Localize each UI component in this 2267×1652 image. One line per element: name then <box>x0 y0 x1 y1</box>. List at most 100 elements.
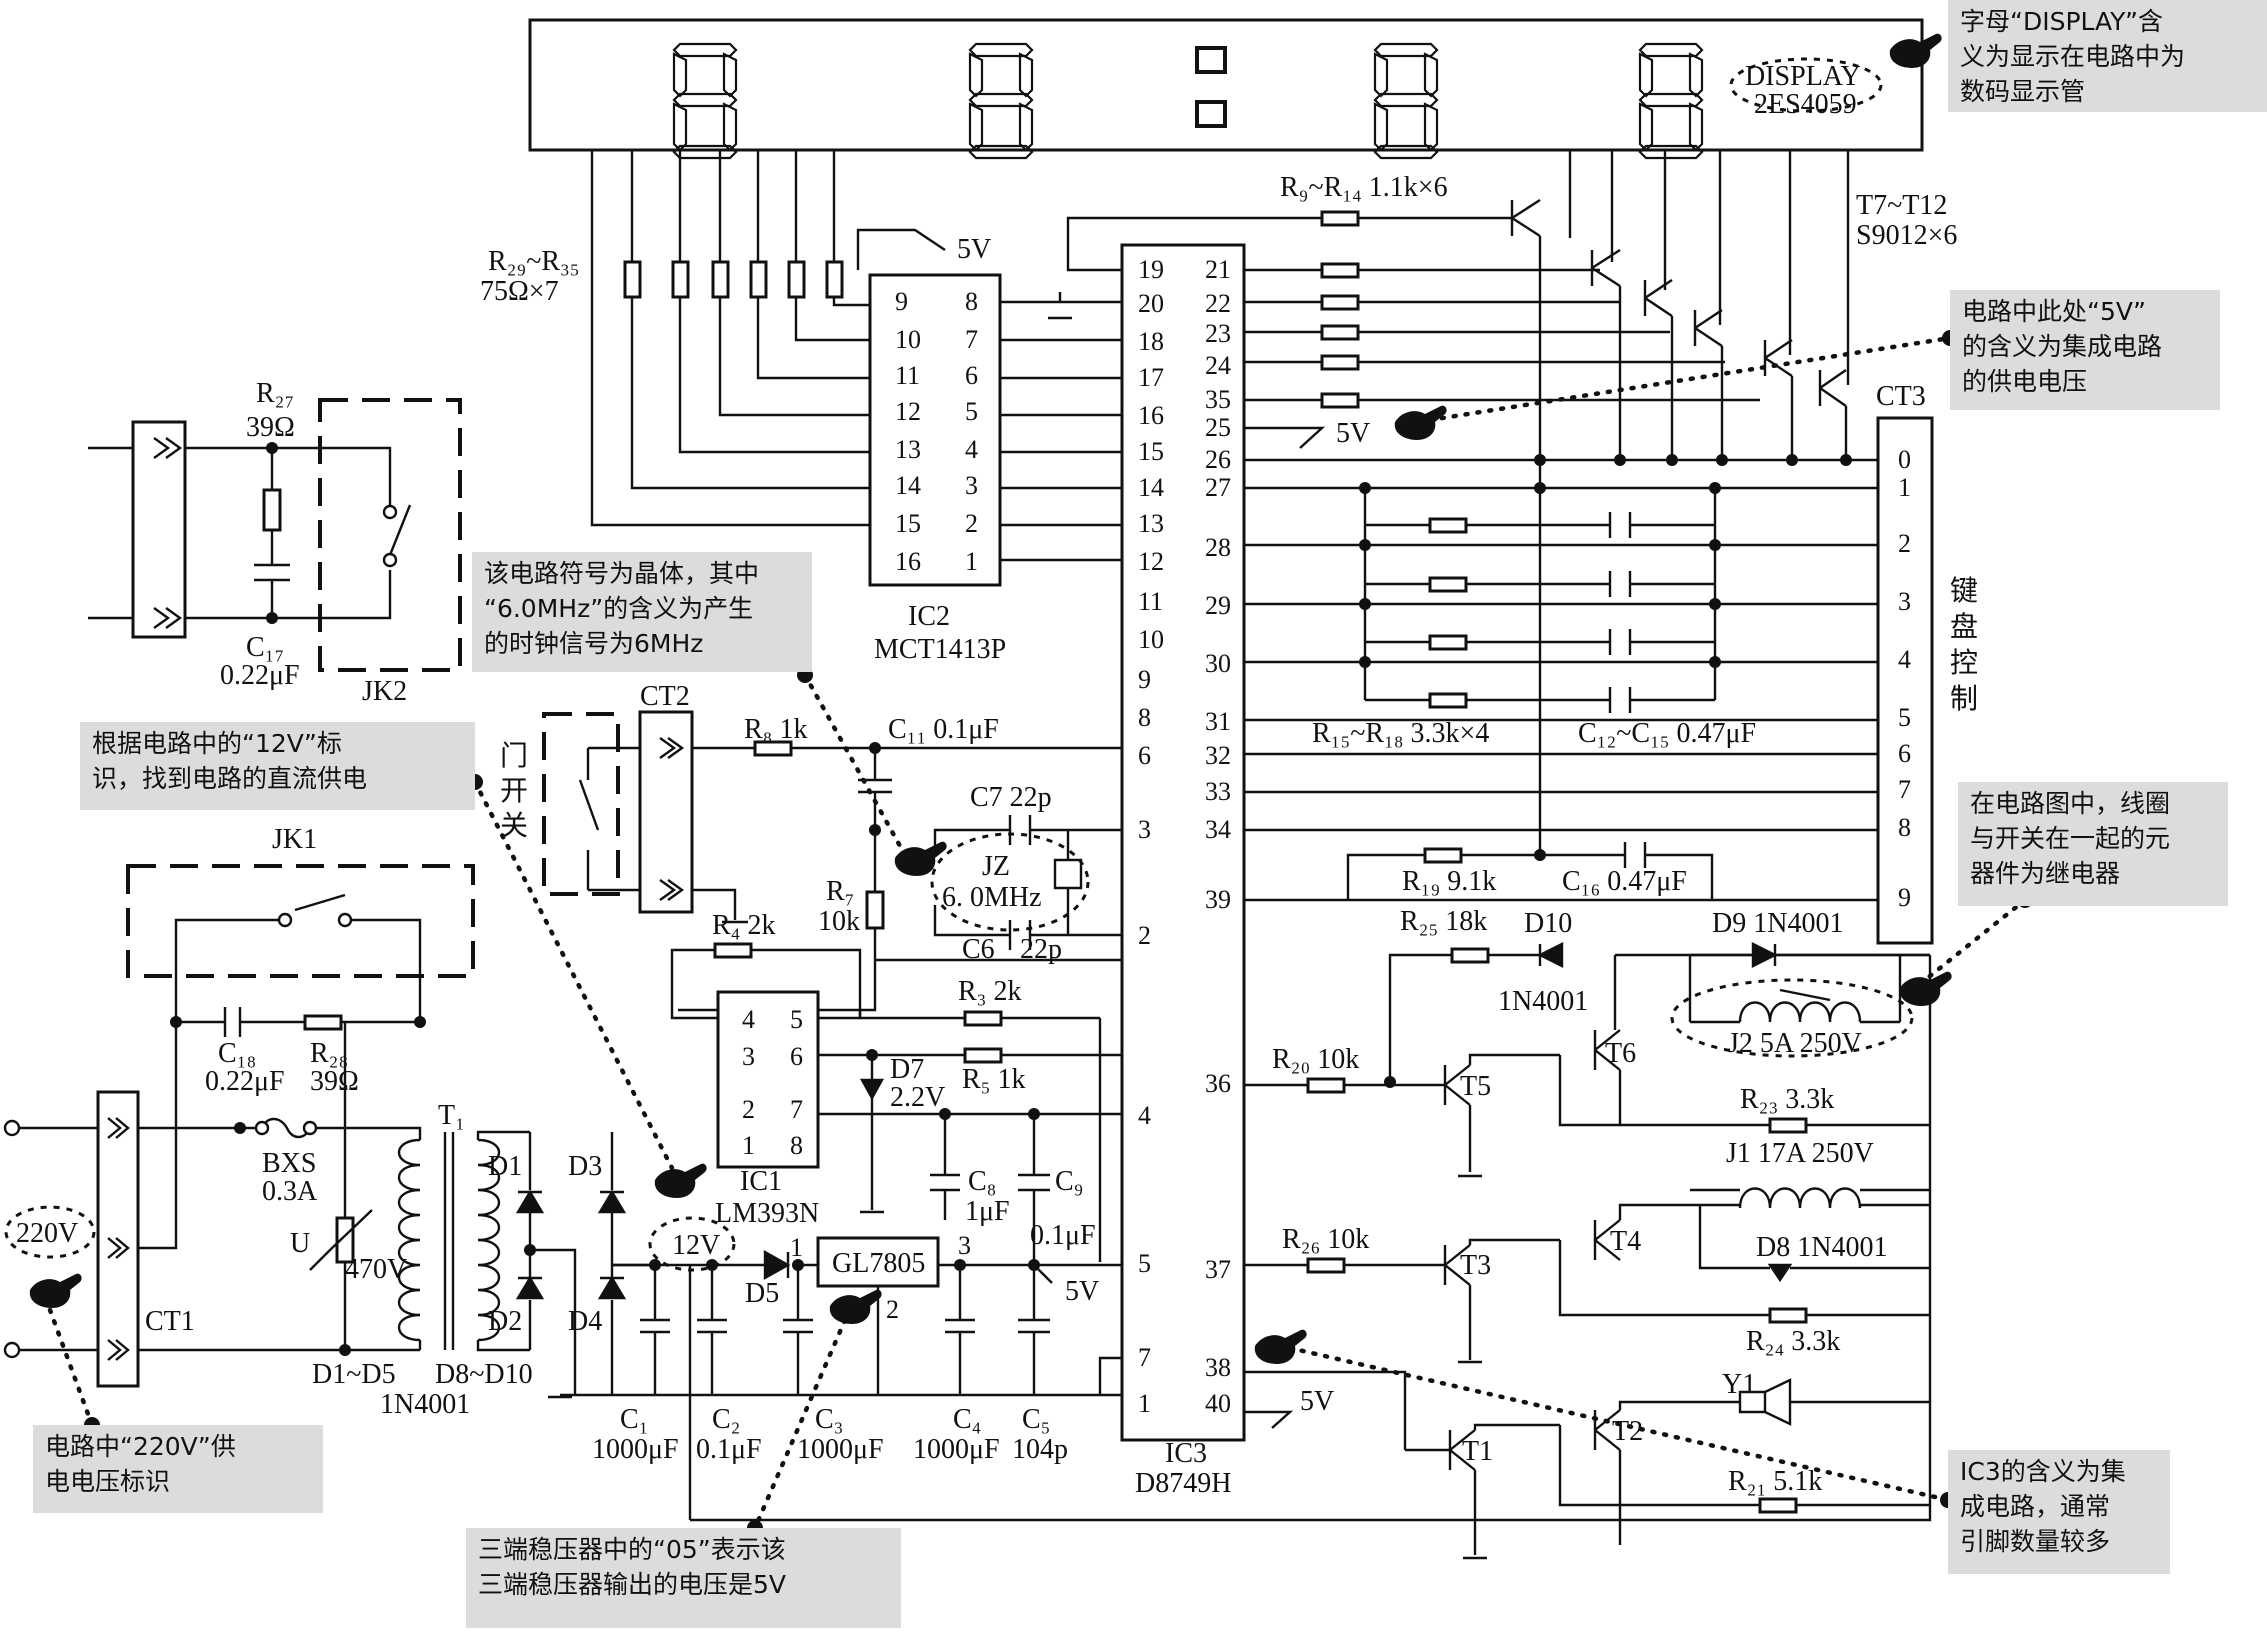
ic3-pin: 28 <box>1205 533 1231 562</box>
ic3-pin: 6 <box>1138 741 1151 770</box>
ic3-pin: 30 <box>1205 649 1231 678</box>
ic3-pin: 21 <box>1205 255 1231 284</box>
annotation-line: 根据电路中的“12V”标 <box>92 729 342 758</box>
ic3-pin: 20 <box>1138 289 1164 318</box>
ic3-pin: 12 <box>1138 547 1164 576</box>
annotation-line: IC3的含义为集 <box>1960 1457 2126 1486</box>
regulator-5v-label: 5V <box>1065 1276 1099 1307</box>
c11-label: C₁₁ 0.1μF <box>888 714 999 745</box>
ic1-pin: 4 <box>742 1005 755 1034</box>
d8-d10-label: D8~D10 <box>435 1359 533 1390</box>
ct3-connector: CT3 0 1 2 3 4 5 6 7 8 9 键 盘 控 制 <box>1876 381 1978 945</box>
annotation-line: 义为显示在电路中为 <box>1960 42 2186 71</box>
d10-label: D10 <box>1524 908 1572 939</box>
jk1-label: JK1 <box>272 824 317 855</box>
annotation-line: 引脚数量较多 <box>1960 1527 2111 1556</box>
annotation-relay: 在电路图中，线圈 与开关在一起的元 器件为继电器 <box>1958 782 2228 906</box>
annotation-line: 器件为继电器 <box>1970 859 2121 888</box>
ic3-pin: 14 <box>1138 473 1164 502</box>
t3-label: T3 <box>1460 1250 1491 1281</box>
ct3-pin: 8 <box>1898 813 1911 842</box>
ic3-pin: 29 <box>1205 591 1231 620</box>
ic2-pin: 2 <box>965 509 978 538</box>
display-part: 2ES4059 <box>1754 89 1857 120</box>
ic2-pin: 8 <box>965 287 978 316</box>
ic3-pin: 13 <box>1138 509 1164 538</box>
ct3-pin: 9 <box>1898 883 1911 912</box>
j1-label: J1 17A 250V <box>1726 1138 1874 1169</box>
ic1-part: LM393N <box>715 1198 819 1229</box>
v12-label: 12V <box>672 1230 720 1261</box>
d7-value: 2.2V <box>890 1082 945 1113</box>
ic1-pin: 2 <box>742 1095 755 1124</box>
r25-label: R₂₅ 18k <box>1400 906 1487 937</box>
c18-value: 0.22μF <box>205 1066 285 1097</box>
ic3-pin: 34 <box>1205 815 1231 844</box>
ct2-area: CT2 门 开 关 R₈ 1k C₁₁ 0.1μF C7 22p C6 22p … <box>500 681 1122 1012</box>
ic3-pin: 4 <box>1138 1101 1151 1130</box>
ic3-pin: 26 <box>1205 445 1231 474</box>
relay-drivers: R₂₅ 18k D10 1N4001 D9 1N4001 J2 5A 250V … <box>690 906 1932 1560</box>
ic2: 5V 9 10 11 12 13 14 15 16 8 7 6 5 4 3 2 … <box>856 228 1122 665</box>
ic3-right-wiring: R₉~R₁₄ 1.1k×6 T7~T12 S9012×6 5V <box>1066 172 1957 902</box>
annotation-line: 三端稳压器输出的电压是5V <box>478 1570 787 1599</box>
t7-t12-label: T7~T12 <box>1856 190 1947 221</box>
r21-label: R₂₁ 5.1k <box>1728 1466 1822 1497</box>
annotation-display: 字母“DISPLAY”含 义为显示在电路中为 数码显示管 <box>1948 0 2267 112</box>
c17-value: 0.22μF <box>220 660 300 691</box>
d3-label: D3 <box>568 1151 602 1182</box>
door-switch-label: 门 <box>500 739 528 772</box>
ic2-pin: 4 <box>965 435 978 464</box>
c4-value: 1000μF <box>913 1434 1000 1465</box>
ic3-pin: 39 <box>1205 885 1231 914</box>
ic3-pin: 3 <box>1138 815 1151 844</box>
t4-label: T4 <box>1610 1226 1641 1257</box>
ic1-pin: 1 <box>742 1131 755 1160</box>
t5-label: T5 <box>1460 1071 1491 1102</box>
u-label: U <box>290 1228 310 1259</box>
ic3-pin: 31 <box>1205 707 1231 736</box>
ic2-part: MCT1413P <box>874 634 1006 665</box>
r23-label: R₂₃ 3.3k <box>1740 1084 1834 1115</box>
ct3-pin: 1 <box>1898 473 1911 502</box>
ic2-pin: 6 <box>965 361 978 390</box>
annotation-line: 与开关在一起的元 <box>1970 824 2171 853</box>
regulator-pin: 1 <box>790 1233 803 1262</box>
annotation-crystal: 该电路符号为晶体，其中 “6.0MHz”的含义为产生 的时钟信号为6MHz <box>472 552 812 672</box>
door-switch-label: 开 <box>500 774 528 807</box>
ic3-pin: 24 <box>1205 351 1231 380</box>
ic3-pin: 23 <box>1205 319 1231 348</box>
ic2-pin: 7 <box>965 325 978 354</box>
ic3-pin: 40 <box>1205 1389 1231 1418</box>
ic3-pin: 33 <box>1205 777 1231 806</box>
annotation-line: 成电路，通常 <box>1960 1492 2111 1521</box>
r20-label: R₂₀ 10k <box>1272 1044 1359 1075</box>
ct2-label: CT2 <box>640 681 690 712</box>
n4001-label: 1N4001 <box>380 1389 470 1420</box>
ic1-pin: 5 <box>790 1005 803 1034</box>
c9-label: C₉ <box>1055 1166 1083 1197</box>
regulator-pin: 3 <box>958 1231 971 1260</box>
ct3-side-label: 键 <box>1950 574 1978 607</box>
c9-value: 0.1μF <box>1030 1220 1096 1251</box>
r24-label: R₂₄ 3.3k <box>1746 1326 1840 1357</box>
ic3-pin: 22 <box>1205 289 1231 318</box>
annotation-ic3: IC3的含义为集 成电路，通常 引脚数量较多 <box>1948 1450 2170 1574</box>
r28-value: 39Ω <box>310 1066 359 1097</box>
segment-wires: R₂₉~R₃₅ 75Ω×7 <box>480 150 1850 527</box>
t7-t12-value: S9012×6 <box>1856 220 1957 251</box>
annotation-line: 在电路图中，线圈 <box>1970 789 2171 818</box>
ic1-pin: 3 <box>742 1042 755 1071</box>
c17-label: C₁₇ <box>246 632 284 663</box>
ic3-pin: 25 <box>1205 413 1231 442</box>
ic3-pin: 18 <box>1138 327 1164 356</box>
annotation-line: 三端稳压器中的“05”表示该 <box>478 1535 786 1564</box>
c2-value: 0.1μF <box>696 1434 762 1465</box>
t2-label: T2 <box>1612 1416 1643 1447</box>
r27-value: 39Ω <box>246 412 295 443</box>
ic3-pin: 10 <box>1138 625 1164 654</box>
annotation-line: 的时钟信号为6MHz <box>484 629 704 658</box>
annotation-line: 字母“DISPLAY”含 <box>1960 7 2163 36</box>
r9-r14-label: R₉~R₁₄ 1.1k×6 <box>1280 172 1448 203</box>
annotation-220v: 电路中“220V”供 电电压标识 <box>33 1425 323 1513</box>
